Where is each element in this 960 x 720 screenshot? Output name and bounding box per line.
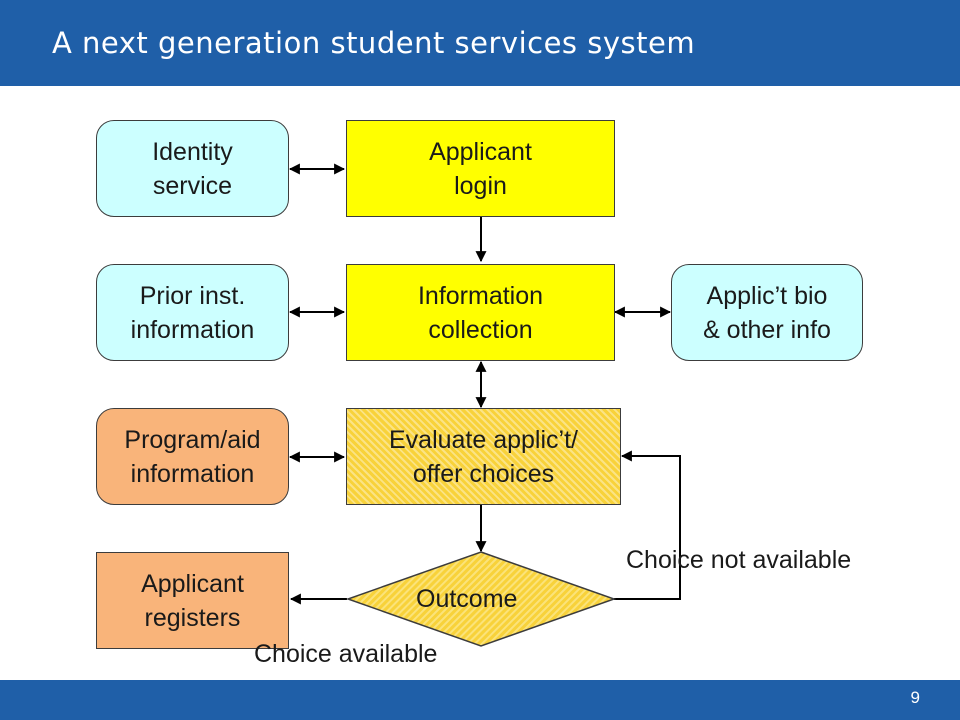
information-collection-label: Information collection: [417, 281, 544, 344]
choice-available-label: Choice available: [254, 640, 438, 668]
identity-service-box: Identity service: [96, 120, 289, 217]
program-aid-info-box: Program/aid information: [96, 408, 289, 505]
applicant-bio-box: Applic’t bio & other info: [671, 264, 863, 361]
identity-service-label: Identity service: [152, 137, 233, 200]
footer-bar: 9: [0, 680, 960, 720]
evaluate-offer-box: Evaluate applic’t/ offer choices: [346, 408, 621, 505]
information-collection-box: Information collection: [346, 264, 615, 361]
arrow-outcome-loop-back: [614, 450, 681, 600]
choice-not-available-label: Choice not available: [626, 546, 852, 574]
slide-title: A next generation student services syste…: [52, 26, 696, 60]
applicant-bio-label: Applic’t bio & other info: [703, 281, 831, 344]
outcome-label: Outcome: [416, 585, 518, 613]
applicant-login-label: Applicant login: [429, 137, 532, 200]
page-number: 9: [910, 688, 920, 707]
applicant-registers-box: Applicant registers: [96, 552, 289, 649]
program-aid-info-label: Program/aid information: [124, 425, 261, 488]
applicant-login-box: Applicant login: [346, 120, 615, 217]
prior-inst-info-box: Prior inst. information: [96, 264, 289, 361]
outcome-diamond: [345, 551, 617, 647]
evaluate-offer-label: Evaluate applic’t/ offer choices: [388, 425, 578, 488]
applicant-registers-label: Applicant registers: [141, 569, 244, 632]
prior-inst-info-label: Prior inst. information: [130, 281, 255, 344]
title-bar: A next generation student services syste…: [0, 0, 960, 86]
